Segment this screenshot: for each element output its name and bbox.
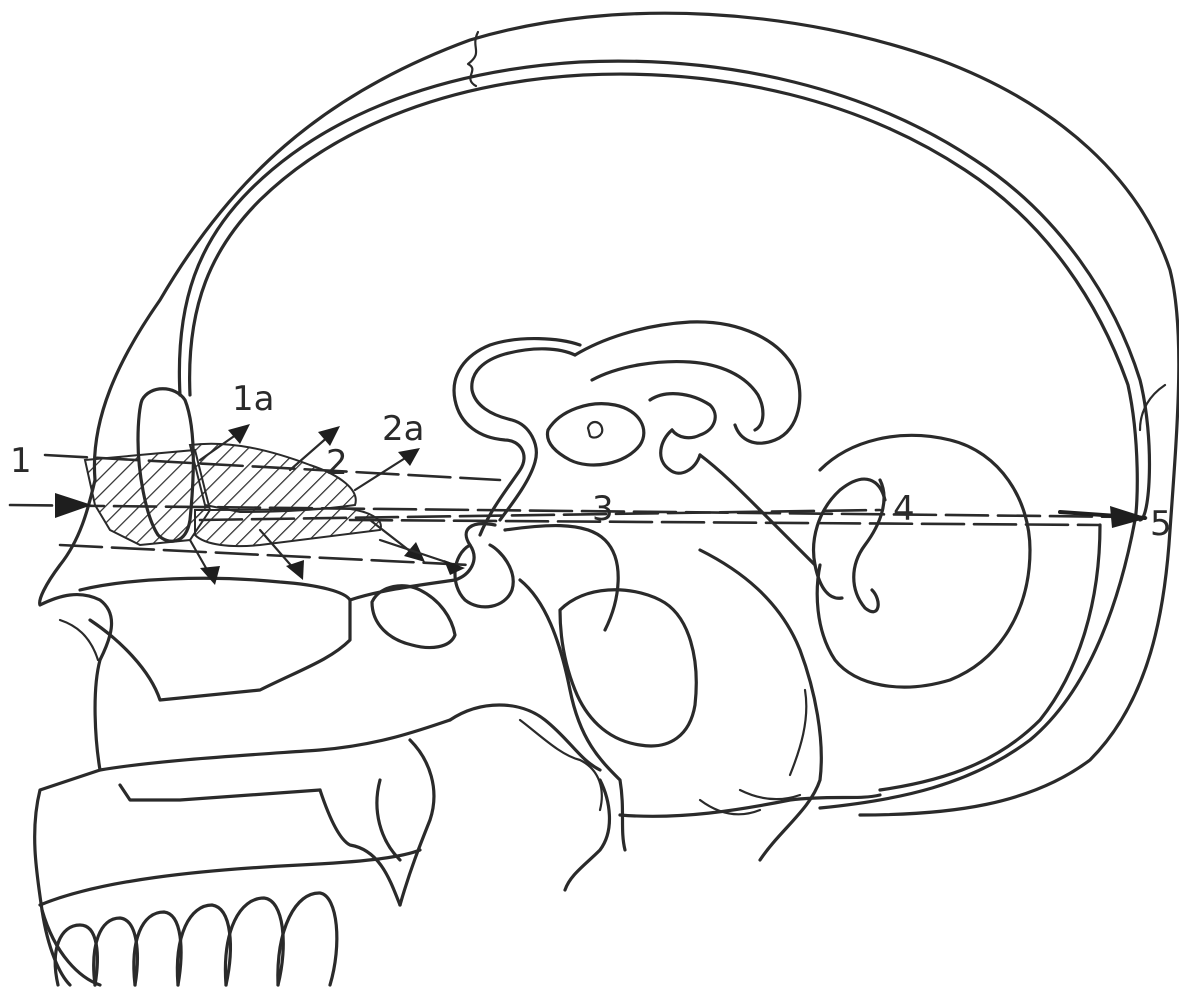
label-5: 5 [1150,504,1172,544]
ventricular-system [454,322,1030,687]
arrow-head-down-1 [200,566,220,585]
arrow-head-1a [228,424,250,444]
label-1: 1 [10,441,32,481]
label-2: 2 [326,443,348,483]
arrow-head-2a [398,448,420,466]
arrow-head-5 [1110,506,1148,528]
arrow-head-down-4 [444,560,465,575]
label-4: 4 [893,489,915,529]
label-3: 3 [592,489,614,529]
label-2a: 2a [382,409,424,449]
label-1a: 1a [232,379,274,419]
occipital-region [820,385,1165,808]
cranial-base [350,524,880,890]
